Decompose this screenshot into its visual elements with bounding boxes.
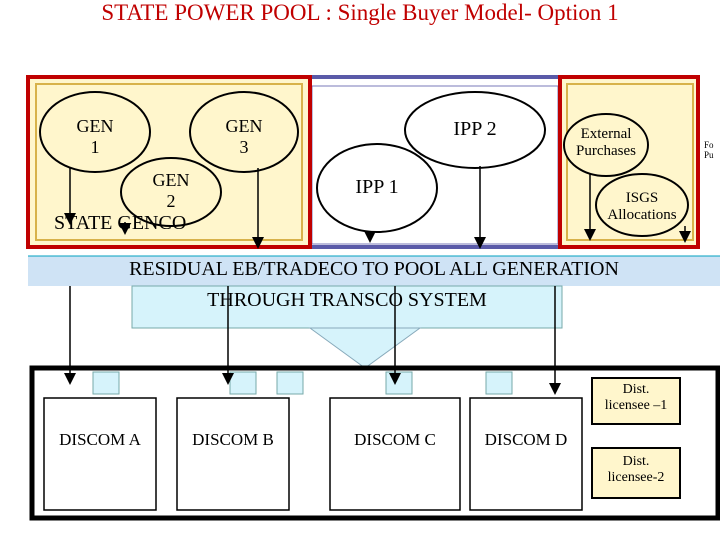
licensee-2-label: Dist. licensee-2 bbox=[592, 454, 680, 486]
pool-band bbox=[28, 256, 720, 286]
side-cut-line2: Pu bbox=[704, 150, 714, 161]
gen2-label-line1: GEN bbox=[152, 170, 190, 190]
page-title: STATE POWER POOL : Single Buyer Model- O… bbox=[101, 0, 619, 25]
isgs-ellipse bbox=[595, 173, 689, 237]
pool-line1: RESIDUAL EB/TRADECO TO POOL ALL GENERATI… bbox=[129, 258, 619, 280]
discom-c-label: DISCOM C bbox=[354, 430, 436, 449]
discom-a-label: DISCOM A bbox=[59, 430, 141, 449]
licensee-2-line1: Dist. bbox=[622, 454, 650, 469]
isgs-label: ISGS Allocations bbox=[598, 190, 686, 225]
gen3-ellipse bbox=[189, 91, 299, 173]
licensee-1-line2: licensee –1 bbox=[604, 398, 668, 414]
external-inner-border bbox=[566, 83, 694, 241]
side-cut-line1: Fo bbox=[704, 140, 714, 150]
external-ellipse bbox=[563, 113, 649, 177]
ipp1-label: IPP 1 bbox=[355, 176, 399, 198]
external-label: External Purchases bbox=[564, 126, 648, 161]
ipp2-label: IPP 2 bbox=[453, 118, 497, 140]
state-genco-label: STATE GENCO bbox=[54, 212, 187, 234]
licensee-2-box bbox=[591, 447, 681, 499]
licensee-1-box bbox=[591, 377, 681, 425]
gen1-label-line2: 1 bbox=[90, 136, 100, 157]
side-cut-area bbox=[700, 110, 720, 170]
gen1-ellipse bbox=[39, 91, 151, 173]
gen1-label: GEN 1 bbox=[70, 116, 120, 157]
ipp1-ellipse bbox=[316, 143, 438, 233]
external-label-line2: Purchases bbox=[576, 143, 636, 160]
gen3-label: GEN 3 bbox=[219, 116, 269, 157]
gen3-label-line1: GEN bbox=[225, 116, 263, 136]
gen2-label-line2: 2 bbox=[166, 190, 176, 211]
discom-a-box bbox=[43, 397, 157, 511]
pool-down-arrow bbox=[308, 327, 422, 369]
gen2-label: GEN 2 bbox=[146, 170, 196, 211]
discom-b-box bbox=[176, 397, 290, 511]
licensee-2-line2: licensee-2 bbox=[607, 470, 665, 486]
pool-line2: THROUGH TRANSCO SYSTEM bbox=[207, 289, 487, 311]
flow-lines bbox=[64, 166, 691, 395]
discom-d-label: DISCOM D bbox=[484, 430, 568, 449]
pool-tray bbox=[131, 285, 563, 329]
gen1-label-line1: GEN bbox=[76, 116, 114, 136]
state-genco-inner-border bbox=[35, 83, 303, 241]
side-cut-label: Fo Pu bbox=[704, 140, 720, 161]
licensee-1-label: Dist. licensee –1 bbox=[592, 382, 680, 414]
gen3-label-line2: 3 bbox=[239, 136, 249, 157]
discom-b-label: DISCOM B bbox=[192, 430, 274, 449]
external-label-line1: External bbox=[580, 126, 632, 142]
gen2-ellipse bbox=[120, 157, 222, 227]
isgs-label-line2: Allocations bbox=[607, 207, 677, 224]
isgs-label-line1: ISGS bbox=[625, 190, 659, 206]
discom-d-box bbox=[469, 397, 583, 511]
discom-c-box bbox=[329, 397, 461, 511]
ipp2-ellipse bbox=[404, 91, 546, 169]
licensee-1-line1: Dist. bbox=[622, 382, 650, 397]
